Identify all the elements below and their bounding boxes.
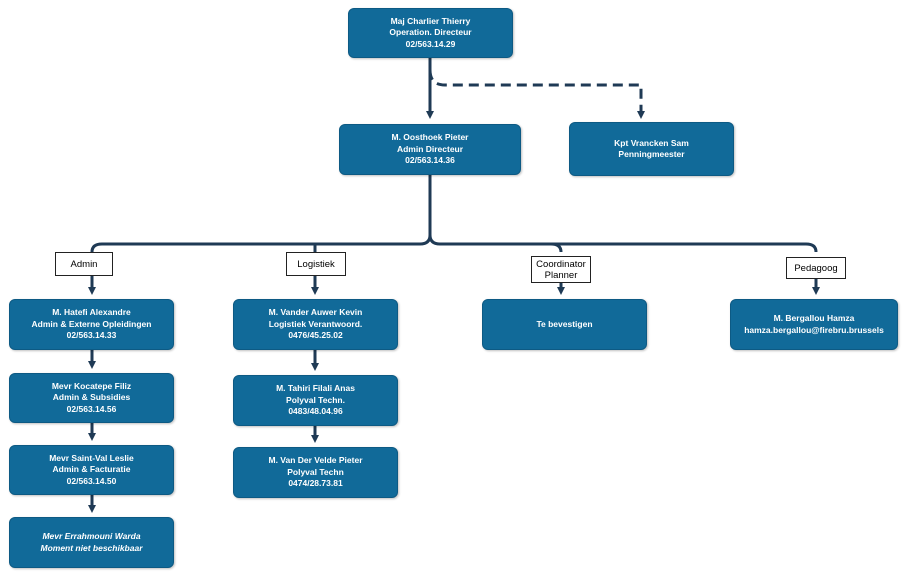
node-hatefi-name: M. Hatefi Alexandre (52, 307, 131, 318)
label-coordinator-text-2: Planner (544, 269, 578, 281)
label-logistiek-text: Logistiek (297, 258, 335, 270)
node-kocatepe-phone: 02/563.14.56 (66, 403, 117, 414)
node-vanderauwer-role: Logistiek Verantwoord. (268, 318, 363, 329)
node-vandervelde: M. Van Der Velde Pieter Polyval Techn 04… (233, 447, 398, 498)
node-hatefi: M. Hatefi Alexandre Admin & Externe Ople… (9, 299, 174, 350)
node-hatefi-role: Admin & Externe Opleidingen (31, 318, 152, 329)
node-oosthoek-name: M. Oosthoek Pieter (391, 132, 469, 143)
node-saintval-role: Admin & Facturatie (52, 464, 131, 475)
node-vanderauwer-name: M. Vander Auwer Kevin (268, 307, 363, 318)
label-admin: Admin (55, 252, 113, 276)
node-charlier-name: Maj Charlier Thierry (390, 15, 471, 26)
node-charlier: Maj Charlier Thierry Operation. Directeu… (348, 8, 513, 58)
label-logistiek: Logistiek (286, 252, 346, 276)
node-vandervelde-phone: 0474/28.73.81 (288, 478, 343, 489)
node-hatefi-phone: 02/563.14.33 (66, 330, 117, 341)
node-vandervelde-role: Polyval Techn (287, 466, 344, 477)
node-kocatepe: Mevr Kocatepe Filiz Admin & Subsidies 02… (9, 373, 174, 423)
node-bergallou: M. Bergallou Hamza hamza.bergallou@fireb… (730, 299, 898, 350)
node-kocatepe-role: Admin & Subsidies (52, 392, 131, 403)
node-oosthoek: M. Oosthoek Pieter Admin Directeur 02/56… (339, 124, 521, 175)
node-tahiri: M. Tahiri Filali Anas Polyval Techn. 048… (233, 375, 398, 426)
node-saintval: Mevr Saint-Val Leslie Admin & Facturatie… (9, 445, 174, 495)
node-bergallou-email: hamza.bergallou@firebru.brussels (744, 324, 884, 335)
connector-branch-coordinator (550, 242, 563, 253)
node-charlier-role: Operation. Directeur (389, 27, 472, 38)
connector-oosthoek-branches (90, 174, 818, 253)
label-pedagoog-text: Pedagoog (794, 262, 838, 274)
connector-charlier-vrancken (428, 69, 645, 119)
node-vrancken-name: Kpt Vrancken Sam (614, 137, 689, 148)
node-tahiri-phone: 0483/48.04.96 (288, 406, 343, 417)
node-charlier-phone: 02/563.14.29 (405, 38, 456, 49)
node-tebevestigen-text: Te bevestigen (536, 318, 593, 329)
node-saintval-name: Mevr Saint-Val Leslie (49, 452, 134, 463)
label-admin-text: Admin (70, 258, 98, 270)
node-vrancken: Kpt Vrancken Sam Penningmeester (569, 122, 734, 176)
node-vandervelde-name: M. Van Der Velde Pieter (268, 455, 363, 466)
node-errahmouni-name: Mevr Errahmouni Warda (42, 531, 141, 541)
node-errahmouni-status: Moment niet beschikbaar (40, 542, 143, 553)
label-pedagoog: Pedagoog (786, 257, 846, 279)
node-tahiri-name: M. Tahiri Filali Anas (276, 383, 355, 394)
label-coordinator-text-1: Coordinator (536, 258, 586, 270)
node-tahiri-role: Polyval Techn. (286, 394, 345, 405)
node-vrancken-role: Penningmeester (618, 149, 685, 159)
node-oosthoek-role: Admin Directeur (396, 143, 464, 154)
label-coordinator: Coordinator Planner (531, 256, 591, 283)
node-vanderauwer-phone: 0476/45.25.02 (288, 330, 343, 341)
node-vanderauwer: M. Vander Auwer Kevin Logistiek Verantwo… (233, 299, 398, 350)
node-kocatepe-name: Mevr Kocatepe Filiz (51, 380, 132, 391)
node-bergallou-name: M. Bergallou Hamza (773, 313, 855, 323)
node-saintval-phone: 02/563.14.50 (66, 475, 117, 486)
node-tebevestigen: Te bevestigen (482, 299, 647, 350)
node-errahmouni: Mevr Errahmouni Warda Moment niet beschi… (9, 517, 174, 568)
node-oosthoek-phone: 02/563.14.36 (405, 155, 455, 166)
